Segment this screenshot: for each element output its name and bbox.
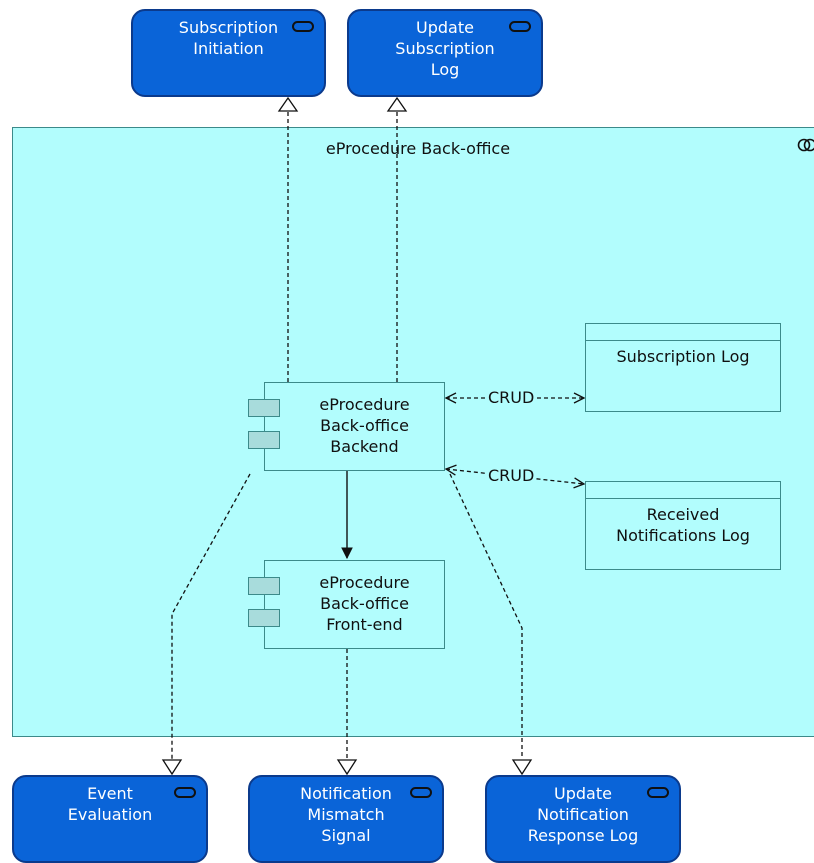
- component-label: eProcedure Back-office Backend: [319, 395, 410, 456]
- component-tab-icon: [248, 577, 280, 595]
- data-object-header: [586, 324, 780, 341]
- data-object-label: Subscription Log: [616, 347, 750, 366]
- component-tab-icon: [248, 399, 280, 417]
- arrowhead-realization: [161, 759, 183, 776]
- service-icon: [292, 21, 314, 32]
- service-event-evaluation[interactable]: Event Evaluation: [12, 775, 208, 863]
- arrowhead-realization: [386, 96, 408, 112]
- service-icon: [174, 787, 196, 798]
- crud-label: CRUD: [486, 388, 537, 407]
- edge-crud-received-notifications: [446, 469, 584, 484]
- service-label: Notification Mismatch Signal: [300, 784, 392, 845]
- edge-backend-to-event-evaluation: [171, 473, 251, 759]
- crud-label: CRUD: [486, 466, 537, 485]
- data-object-received-notifications-log[interactable]: Received Notifications Log: [585, 481, 781, 570]
- data-object-label: Received Notifications Log: [616, 505, 750, 545]
- arrowhead-realization: [277, 96, 299, 112]
- edge-backend-to-update-notification-response: [449, 473, 523, 759]
- service-label: Update Subscription Log: [395, 18, 495, 79]
- service-update-subscription-log[interactable]: Update Subscription Log: [347, 9, 543, 97]
- service-label: Event Evaluation: [67, 784, 153, 824]
- service-icon: [647, 787, 669, 798]
- service-icon: [509, 21, 531, 32]
- service-label: Update Notification Response Log: [527, 784, 639, 845]
- service-notification-mismatch-signal[interactable]: Notification Mismatch Signal: [248, 775, 444, 863]
- service-label: Subscription Initiation: [178, 18, 279, 58]
- component-frontend[interactable]: eProcedure Back-office Front-end: [248, 560, 445, 649]
- arrowhead-realization: [336, 759, 358, 776]
- component-tab-icon: [248, 609, 280, 627]
- service-icon: [410, 787, 432, 798]
- component-label: eProcedure Back-office Front-end: [319, 573, 410, 634]
- node-icon: [797, 138, 814, 152]
- arrowhead-realization: [511, 759, 533, 776]
- data-object-subscription-log[interactable]: Subscription Log: [585, 323, 781, 412]
- node-title: eProcedure Back-office: [325, 139, 511, 158]
- component-backend[interactable]: eProcedure Back-office Backend: [248, 382, 445, 471]
- service-update-notification-response-log[interactable]: Update Notification Response Log: [485, 775, 681, 863]
- service-subscription-initiation[interactable]: Subscription Initiation: [131, 9, 326, 97]
- data-object-header: [586, 482, 780, 499]
- component-tab-icon: [248, 431, 280, 449]
